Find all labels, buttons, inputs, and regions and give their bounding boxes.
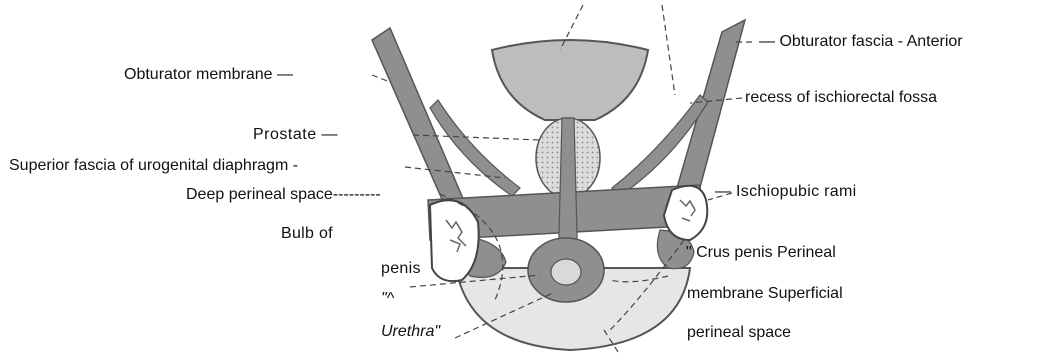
urethra-lumen <box>551 259 581 285</box>
label-ischiopubic-rami: — Ischiopubic rami <box>715 183 856 201</box>
label-caret: "^ <box>381 290 394 308</box>
label-recess: recess of ischiorectal fossa <box>745 89 937 107</box>
label-urethra: Urethra" <box>381 323 440 341</box>
label-obturator-membrane: Obturator membrane — <box>124 66 293 84</box>
bladder <box>492 40 648 120</box>
leader-top-right <box>662 5 675 95</box>
label-membrane-superficial: membrane Superficial <box>687 285 843 303</box>
right-ischiopubic-ramus <box>664 186 707 240</box>
label-bulb-of: Bulb of <box>281 225 333 243</box>
label-deep-perineal-space: Deep perineal space--------- <box>186 186 381 204</box>
label-penis: penis <box>381 260 421 278</box>
label-perineal-space: perineal space <box>687 324 791 342</box>
label-crus-penis-perineal: " Crus penis Perineal <box>686 244 836 262</box>
left-ischiopubic-ramus <box>430 200 479 281</box>
label-prostate: Prostate — <box>253 126 338 144</box>
label-obturator-fascia: — Obturator fascia - Anterior <box>759 33 963 51</box>
label-superior-fascia: Superior fascia of urogenital diaphragm … <box>9 157 298 175</box>
